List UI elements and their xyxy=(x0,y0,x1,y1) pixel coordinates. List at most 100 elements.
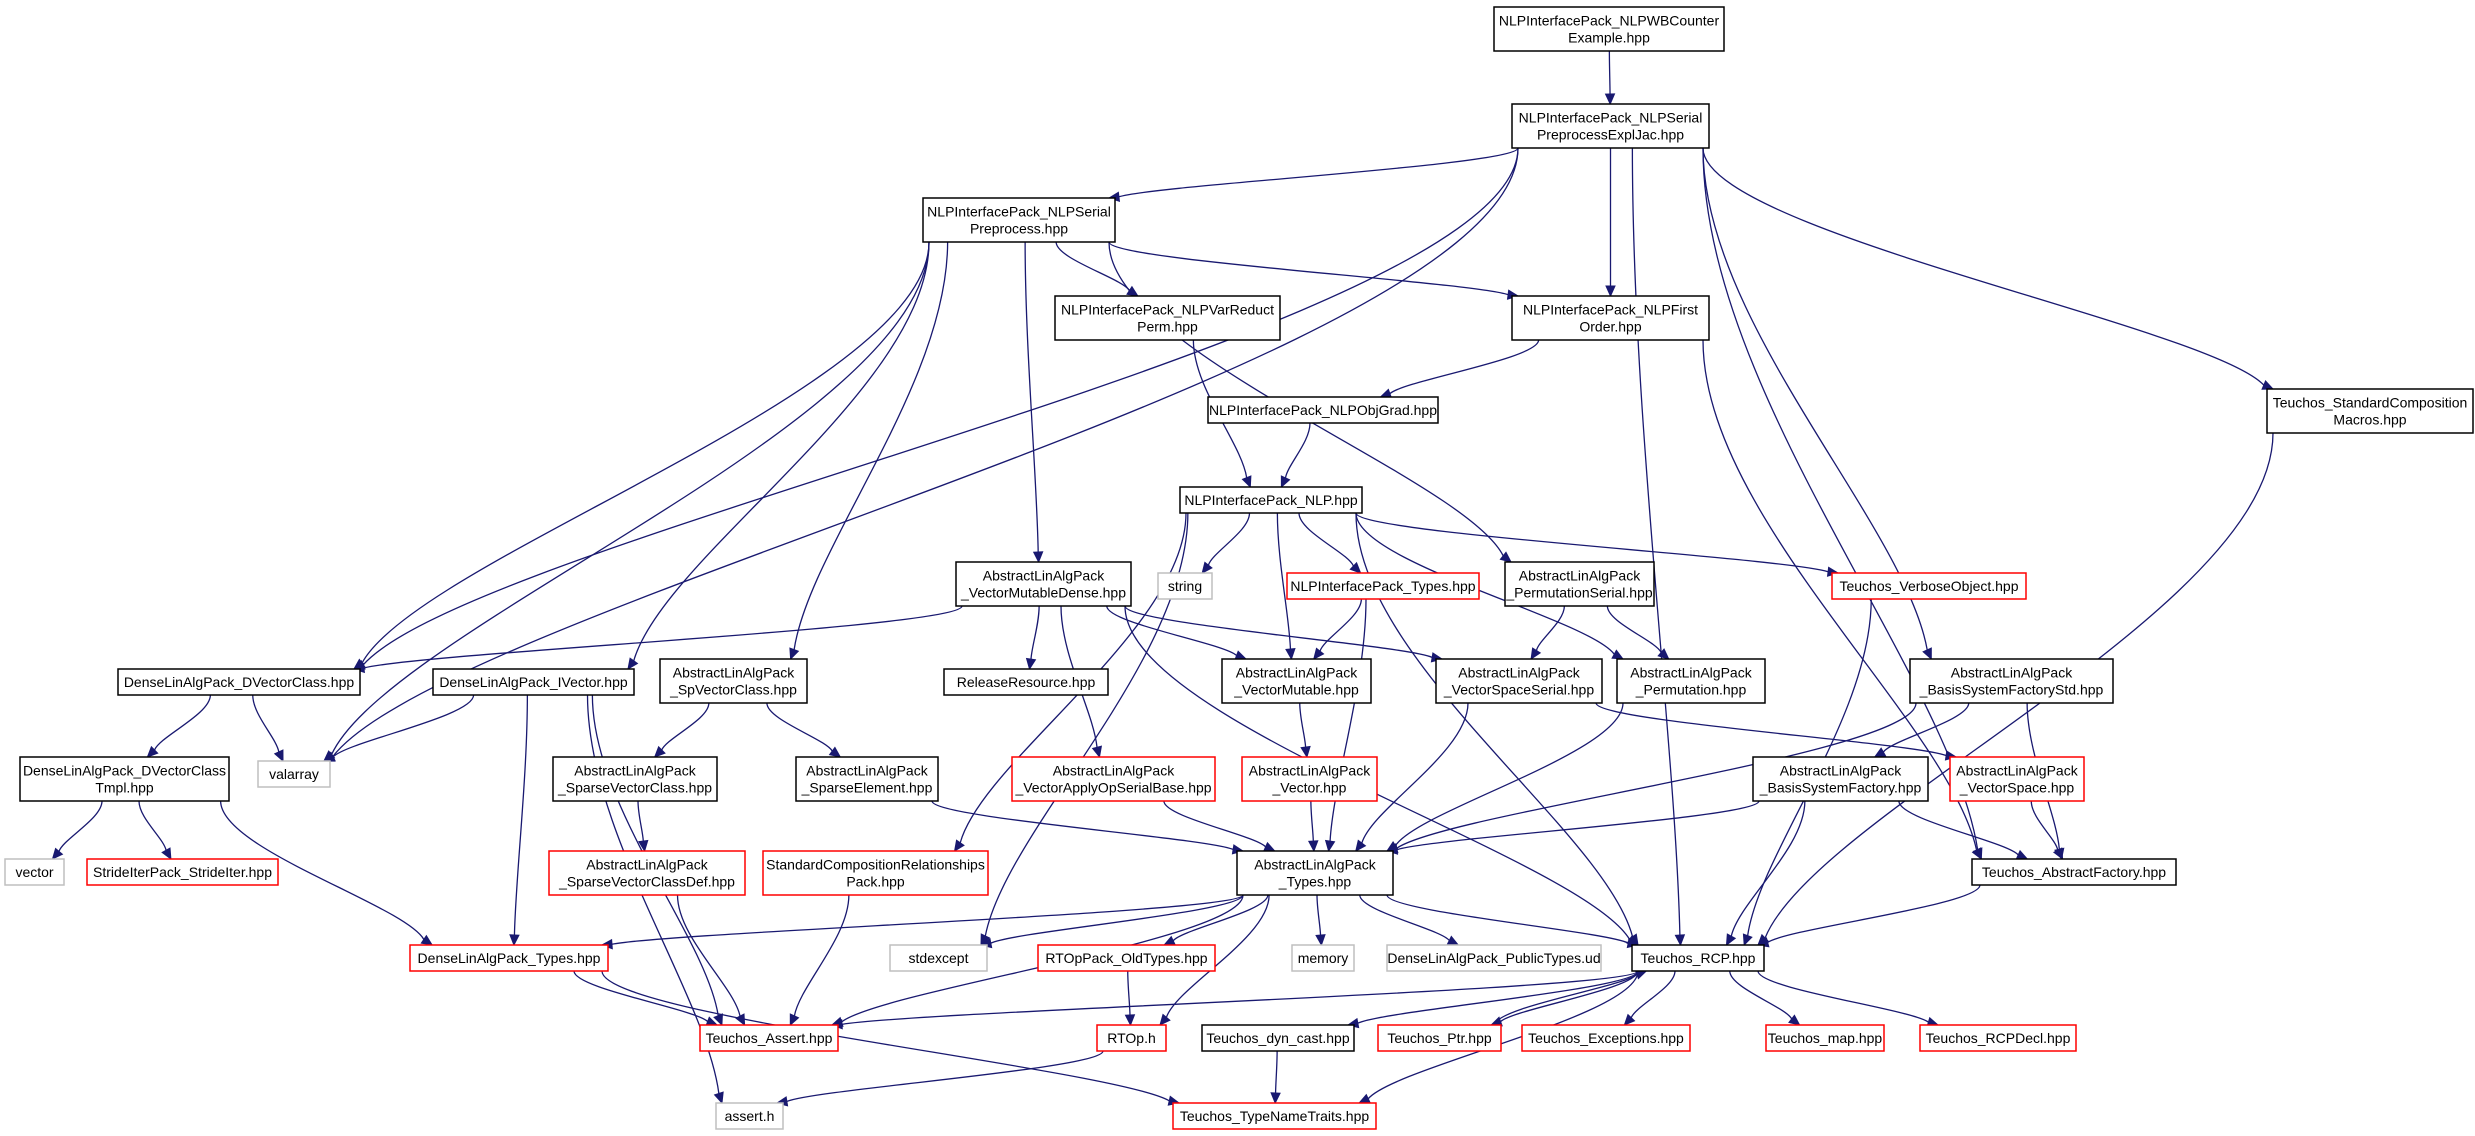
node-vsserial[interactable]: AbstractLinAlgPack_VectorSpaceSerial.hpp xyxy=(1435,658,1603,704)
node-label-vecapply-line-1: _VectorApplyOpSerialBase.hpp xyxy=(1014,780,1211,796)
node-sparseelem[interactable]: AbstractLinAlgPack_SparseElement.hpp xyxy=(795,756,939,802)
node-label-bsfstd-line-1: _BasisSystemFactoryStd.hpp xyxy=(1919,682,2104,698)
node-label-dvecclasstmpl-line-0: DenseLinAlgPack_DVectorClass xyxy=(23,763,226,779)
edge-serial_pre-to-valarray xyxy=(331,241,930,755)
node-box-relres xyxy=(943,668,1109,696)
node-label-root-line-1: Example.hpp xyxy=(1568,30,1650,46)
node-rcp[interactable]: Teuchos_RCP.hpp xyxy=(1631,944,1765,972)
node-label-stdexcept-line-0: stdexcept xyxy=(909,950,969,966)
node-box-stdexcept xyxy=(889,944,988,972)
edge-bsf-to-absfactory xyxy=(1898,800,2019,856)
node-nlp[interactable]: NLPInterfacePack_NLP.hpp xyxy=(1179,486,1363,514)
node-sparsevecdef[interactable]: AbstractLinAlgPack_SparseVectorClassDef.… xyxy=(548,850,746,896)
node-vecspace[interactable]: AbstractLinAlgPack_VectorSpace.hpp xyxy=(1949,756,2085,802)
node-rtopold[interactable]: RTOpPack_OldTypes.hpp xyxy=(1037,944,1216,972)
node-dyncast[interactable]: Teuchos_dyn_cast.hpp xyxy=(1201,1024,1355,1052)
node-label-alptypes-line-0: AbstractLinAlgPack xyxy=(1254,857,1376,873)
node-objgrad[interactable]: NLPInterfacePack_NLPObjGrad.hpp xyxy=(1207,396,1439,424)
node-box-stdcomp xyxy=(2266,388,2474,434)
node-label-bsf-line-0: AbstractLinAlgPack xyxy=(1780,763,1902,779)
node-label-vsserial-line-1: _VectorSpaceSerial.hpp xyxy=(1443,682,1594,698)
node-label-stdcomprel-line-0: StandardCompositionRelationships xyxy=(766,857,985,873)
node-bsf[interactable]: AbstractLinAlgPack_BasisSystemFactory.hp… xyxy=(1752,756,1929,802)
node-vector_alp[interactable]: AbstractLinAlgPack_Vector.hpp xyxy=(1241,756,1378,802)
node-vecapply[interactable]: AbstractLinAlgPack_VectorApplyOpSerialBa… xyxy=(1011,756,1216,802)
node-label-dvecclass-line-0: DenseLinAlgPack_DVectorClass.hpp xyxy=(124,674,355,690)
arrowhead-alptypes-to-rtopold xyxy=(1163,935,1176,946)
edge-objgrad-to-nlp xyxy=(1284,422,1311,479)
arrowhead-dvecclasstmpl-to-strideiter xyxy=(161,847,172,861)
node-sparsevecclass[interactable]: AbstractLinAlgPack_SparseVectorClass.hpp xyxy=(552,756,718,802)
edge-vecmutdense-to-relres xyxy=(1030,605,1040,660)
node-box-spvecclass xyxy=(659,658,808,704)
node-box-vecmutdense xyxy=(955,561,1132,607)
node-box-root xyxy=(1493,6,1725,52)
node-exceptions[interactable]: Teuchos_Exceptions.hpp xyxy=(1521,1024,1691,1052)
node-absfactory[interactable]: Teuchos_AbstractFactory.hpp xyxy=(1971,858,2177,886)
arrowhead-bsf-to-absfactory xyxy=(2015,849,2029,860)
edge-nlp-to-nlptypes xyxy=(1298,512,1355,567)
arrowhead-root-to-serial_expl xyxy=(1604,93,1616,106)
node-ivector[interactable]: DenseLinAlgPack_IVector.hpp xyxy=(432,668,635,696)
node-label-valarray-line-0: valarray xyxy=(269,766,319,782)
node-verbose[interactable]: Teuchos_VerboseObject.hpp xyxy=(1831,572,2027,600)
node-label-ptr-line-0: Teuchos_Ptr.hpp xyxy=(1387,1030,1492,1046)
node-box-serial_expl xyxy=(1511,103,1710,149)
node-dvecclass[interactable]: DenseLinAlgPack_DVectorClass.hpp xyxy=(117,668,361,696)
node-perm[interactable]: AbstractLinAlgPack_Permutation.hpp xyxy=(1616,658,1766,704)
node-dlatypes[interactable]: DenseLinAlgPack_Types.hpp xyxy=(409,944,609,972)
node-relres[interactable]: ReleaseResource.hpp xyxy=(943,668,1109,696)
edge-sparsevecdef-to-assert xyxy=(676,894,741,1017)
node-label-vecspace-line-0: AbstractLinAlgPack xyxy=(1956,763,2078,779)
node-bsfstd[interactable]: AbstractLinAlgPack_BasisSystemFactoryStd… xyxy=(1909,658,2114,704)
node-strideiter[interactable]: StrideIterPack_StrideIter.hpp xyxy=(86,858,279,886)
node-rtoph[interactable]: RTOp.h xyxy=(1096,1024,1167,1052)
node-tmap[interactable]: Teuchos_map.hpp xyxy=(1765,1024,1885,1052)
arrowhead-vecapply-to-alptypes xyxy=(1262,841,1276,852)
arrowhead-sparsevecclass-to-sparsevecdef xyxy=(637,839,649,853)
edge-dvecclasstmpl-to-dlatypes xyxy=(219,800,425,940)
node-box-firstorder xyxy=(1511,295,1710,341)
node-label-vecmutdense-line-1: _VectorMutableDense.hpp xyxy=(960,585,1126,601)
node-vecmut[interactable]: AbstractLinAlgPack_VectorMutable.hpp xyxy=(1221,658,1372,704)
edge-bsf-to-alptypes xyxy=(1396,800,1760,851)
arrowhead-rcp-to-typenametraits xyxy=(1358,1093,1371,1104)
node-spvecclass[interactable]: AbstractLinAlgPack_SpVectorClass.hpp xyxy=(659,658,808,704)
node-assert[interactable]: Teuchos_Assert.hpp xyxy=(699,1024,839,1052)
edge-bsfstd-to-bsf xyxy=(1882,702,1970,753)
node-box-alptypes xyxy=(1236,850,1394,896)
edge-spvecclass-to-sparseelem xyxy=(766,702,833,752)
node-box-vector_std xyxy=(4,858,65,886)
edge-stdcomp-to-rcp xyxy=(1764,432,2274,939)
edge-serial_pre-to-spvecclass xyxy=(793,241,949,650)
arrowhead-nlp-to-stdcomprel xyxy=(953,839,965,853)
node-box-rcp xyxy=(1631,944,1765,972)
node-label-sparseelem-line-1: _SparseElement.hpp xyxy=(801,780,933,796)
arrowhead-dvecclasstmpl-to-dlatypes xyxy=(420,934,434,946)
node-rcpdecl[interactable]: Teuchos_RCPDecl.hpp xyxy=(1919,1024,2077,1052)
edge-serial_expl-to-serial_pre xyxy=(1118,147,1519,198)
arrowhead-vecmutdense-to-relres xyxy=(1025,657,1037,671)
node-box-strideiter xyxy=(86,858,279,886)
arrowhead-alptypes-to-memory xyxy=(1315,934,1326,947)
edge-alptypes-to-dlapubtypes xyxy=(1359,894,1450,941)
node-typenametraits[interactable]: Teuchos_TypeNameTraits.hpp xyxy=(1172,1102,1377,1130)
node-alptypes[interactable]: AbstractLinAlgPack_Types.hpp xyxy=(1236,850,1394,896)
node-nlptypes[interactable]: NLPInterfacePack_Types.hpp xyxy=(1286,572,1480,600)
node-vecmutdense[interactable]: AbstractLinAlgPack_VectorMutableDense.hp… xyxy=(955,561,1132,607)
node-ptr[interactable]: Teuchos_Ptr.hpp xyxy=(1377,1024,1502,1052)
node-box-permserial xyxy=(1504,561,1655,607)
node-string: string xyxy=(1157,572,1213,600)
node-serial_expl[interactable]: NLPInterfacePack_NLPSerialPreprocessExpl… xyxy=(1511,103,1710,149)
node-box-vecspace xyxy=(1949,756,2085,802)
edge-ptr-to-rcp xyxy=(1494,973,1638,1026)
node-permserial[interactable]: AbstractLinAlgPack_PermutationSerial.hpp xyxy=(1504,561,1655,607)
